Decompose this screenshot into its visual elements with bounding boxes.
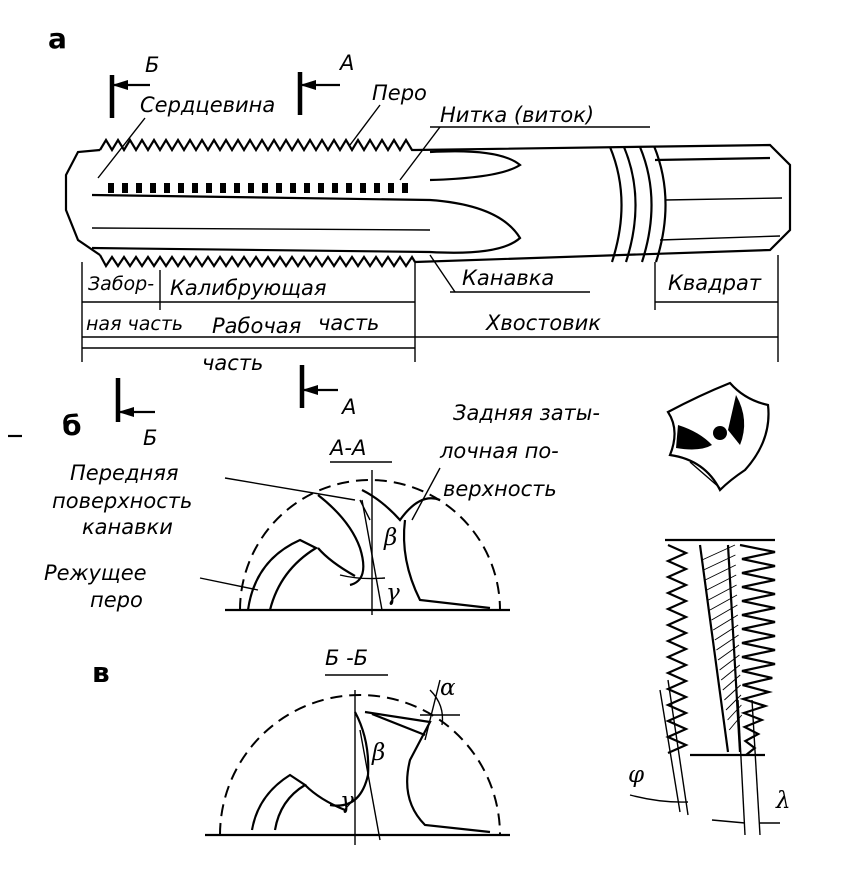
inner-teeth	[108, 183, 408, 193]
inner-tooth	[262, 183, 268, 193]
label-hvostovik: Хвостовик	[485, 311, 601, 335]
inner-tooth	[388, 183, 394, 193]
hatch-line	[720, 664, 741, 681]
inner-tooth	[122, 183, 128, 193]
svg-text:А: А	[338, 51, 354, 75]
label-kvadrat: Квадрат	[668, 271, 762, 295]
hatch-fill	[701, 544, 743, 731]
dimension-lines	[81, 255, 779, 362]
hatch-line	[728, 714, 743, 731]
label-zabor-2: ная часть	[86, 313, 183, 335]
label-pero: Перо	[372, 81, 427, 105]
inner-tooth	[150, 183, 156, 193]
inner-tooth	[136, 183, 142, 193]
label-perednyaya-1: Передняя	[70, 461, 178, 485]
side-lambda: λ	[775, 788, 791, 814]
hatch-line	[727, 704, 742, 721]
inner-tooth	[220, 183, 226, 193]
inner-tooth	[206, 183, 212, 193]
inner-tooth	[346, 183, 352, 193]
side-phi: φ	[628, 762, 645, 788]
inner-tooth	[164, 183, 170, 193]
inner-tooth	[248, 183, 254, 193]
tap-body	[64, 137, 792, 269]
cut-mark-a-bottom: А	[299, 365, 356, 419]
label-kanavka: Канавка	[462, 266, 554, 290]
inner-tooth	[290, 183, 296, 193]
svg-text:Б: Б	[145, 53, 159, 77]
hatch-line	[724, 684, 741, 701]
hatch-line	[706, 574, 737, 591]
section-aa-drawing	[225, 470, 510, 615]
bb-alpha: α	[440, 675, 456, 701]
hatch-line	[701, 544, 736, 561]
hatch-line	[712, 614, 739, 631]
label-zabor-1: Забор-	[88, 273, 154, 295]
right-thread-profile	[739, 543, 776, 756]
hatch-line	[716, 634, 739, 651]
label-nitka: Нитка (виток)	[440, 103, 594, 127]
hatch-line	[722, 674, 741, 691]
label-serdtsevina: Сердцевина	[140, 93, 275, 117]
label-rezhuschee-1: Режущее	[44, 561, 147, 585]
inner-tooth	[360, 183, 366, 193]
hatch-line	[717, 644, 740, 661]
inner-tooth	[276, 183, 282, 193]
label-zadnyaya-3: верхность	[443, 477, 557, 501]
label-kalibr-1: Калибрующая	[170, 276, 327, 300]
hatch-line	[714, 624, 739, 641]
bb-beta: β	[371, 740, 385, 766]
svg-text:Б: Б	[143, 426, 157, 450]
inner-tooth	[332, 183, 338, 193]
hatch-line	[719, 654, 740, 671]
hatch-line	[708, 584, 737, 601]
bottom-thread-profile	[99, 254, 416, 269]
label-rezhuschee-2: перо	[90, 588, 143, 612]
label-rabochaya-1: Рабочая	[212, 314, 301, 338]
hatch-line	[703, 554, 736, 571]
section-label-v: в	[92, 656, 110, 689]
bb-gamma: γ	[340, 788, 354, 814]
aa-gamma: γ	[386, 580, 400, 606]
hatch-line	[705, 564, 736, 581]
label-rabochaya-2: часть	[202, 351, 263, 375]
cut-mark-b-top: Б	[109, 53, 159, 118]
label-zadnyaya-1: Задняя зaты-	[453, 401, 600, 425]
label-zadnyaya-2: лочная по-	[439, 439, 559, 463]
hatch-line	[725, 694, 742, 711]
section-bb-drawing	[205, 679, 510, 845]
cut-mark-b-bottom: Б	[115, 378, 157, 450]
hatch-line	[709, 594, 738, 611]
svg-text:А: А	[340, 395, 356, 419]
label-kalibr-2: часть	[318, 311, 379, 335]
section-aa-title: А-А	[328, 436, 366, 460]
left-thread-profile	[665, 543, 689, 755]
inner-tooth	[108, 183, 114, 193]
hatch-line	[711, 604, 738, 621]
label-perednyaya-2: поверхность	[52, 489, 192, 513]
aa-beta: β	[383, 525, 397, 551]
thread-side-view	[629, 538, 780, 836]
inner-tooth	[178, 183, 184, 193]
inner-tooth	[234, 183, 240, 193]
inner-tooth	[374, 183, 380, 193]
inner-tooth	[192, 183, 198, 193]
section-label-b: б	[62, 409, 82, 442]
cut-mark-a-top: А	[297, 51, 354, 115]
label-perednyaya-3: канавки	[82, 515, 173, 539]
inner-tooth	[318, 183, 324, 193]
section-label-a: а	[48, 22, 67, 55]
section-bb-title: Б -Б	[325, 646, 368, 670]
inner-tooth	[402, 183, 408, 193]
top-thread-profile	[99, 137, 415, 153]
inner-tooth	[304, 183, 310, 193]
cross-section-3d	[666, 381, 770, 492]
flute	[91, 193, 522, 254]
